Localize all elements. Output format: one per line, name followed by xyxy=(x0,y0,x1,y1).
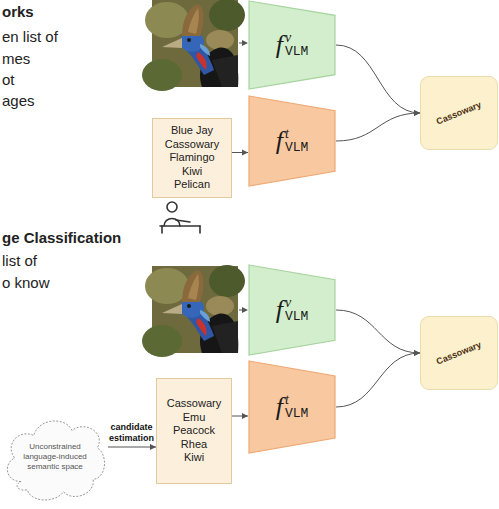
person-at-desk-icon xyxy=(160,202,200,233)
class-list: Cassowary Emu Peacock Rhea Kiwi xyxy=(166,397,222,465)
slide-text: en list of xyxy=(2,28,58,46)
photo-arrow xyxy=(239,40,248,313)
prediction-label: Cassowary xyxy=(435,339,483,366)
function-symbol: f xyxy=(276,297,283,323)
subscript: VLM xyxy=(285,141,308,155)
connector-line xyxy=(336,45,420,113)
encoder-trapezoid: ftVLM xyxy=(248,95,336,187)
encoder-label: ftVLM xyxy=(276,393,309,421)
class-list-box: Blue Jay Cassowary Flamingo Kiwi Pelican xyxy=(152,118,232,198)
encoder-trapezoid: fvVLM xyxy=(248,264,336,356)
encoder-label: ftVLM xyxy=(276,127,309,155)
slide-text: ot xyxy=(2,71,15,89)
connector xyxy=(336,350,420,407)
arrow-head xyxy=(242,150,248,156)
connector-line xyxy=(336,353,420,407)
subscript: VLM xyxy=(285,407,308,421)
superscript: v xyxy=(285,296,308,310)
script-stack: vVLM xyxy=(285,296,308,324)
subscript: VLM xyxy=(285,45,308,59)
superscript: t xyxy=(285,393,308,407)
function-symbol: f xyxy=(276,394,283,420)
connector xyxy=(232,413,248,419)
connector-line xyxy=(336,113,420,141)
connector xyxy=(336,45,420,116)
encoder-trapezoid: ftVLM xyxy=(248,360,336,454)
connector-line xyxy=(108,447,156,448)
cloud-text: Unconstrained language-induced semantic … xyxy=(18,442,92,472)
slide-text: ages xyxy=(2,92,35,110)
connector xyxy=(336,110,420,141)
connector xyxy=(232,150,248,156)
class-list-box: Cassowary Emu Peacock Rhea Kiwi xyxy=(156,378,232,484)
script-stack: tVLM xyxy=(285,393,308,421)
script-stack: vVLM xyxy=(285,31,308,59)
connector-line xyxy=(336,310,420,353)
superscript: t xyxy=(285,127,308,141)
function-symbol: f xyxy=(276,128,283,154)
connector xyxy=(108,444,156,450)
connector xyxy=(336,310,420,356)
edge-label: candidate estimation xyxy=(109,422,154,444)
cassowary-photo xyxy=(142,0,245,91)
arrow-head xyxy=(242,413,248,419)
superscript: v xyxy=(285,31,308,45)
slide-text: o know xyxy=(2,274,50,292)
slide-text: list of xyxy=(2,252,37,270)
slide-text: orks xyxy=(2,3,34,21)
prediction-label: Cassowary xyxy=(435,99,483,126)
prediction-box: Cassowary xyxy=(420,76,498,150)
class-list: Blue Jay Cassowary Flamingo Kiwi Pelican xyxy=(164,124,220,192)
encoder-label: fvVLM xyxy=(276,31,309,59)
prediction-box: Cassowary xyxy=(420,316,498,390)
subscript: VLM xyxy=(285,310,308,324)
function-symbol: f xyxy=(276,32,283,58)
semantic-space-cloud: Unconstrained language-induced semantic … xyxy=(2,410,108,504)
script-stack: tVLM xyxy=(285,127,308,155)
slide-text: mes xyxy=(2,50,30,68)
encoder-label: fvVLM xyxy=(276,296,309,324)
slide-text: ge Classification xyxy=(2,229,121,247)
encoder-trapezoid: fvVLM xyxy=(248,0,336,90)
cassowary-photo xyxy=(142,265,245,357)
